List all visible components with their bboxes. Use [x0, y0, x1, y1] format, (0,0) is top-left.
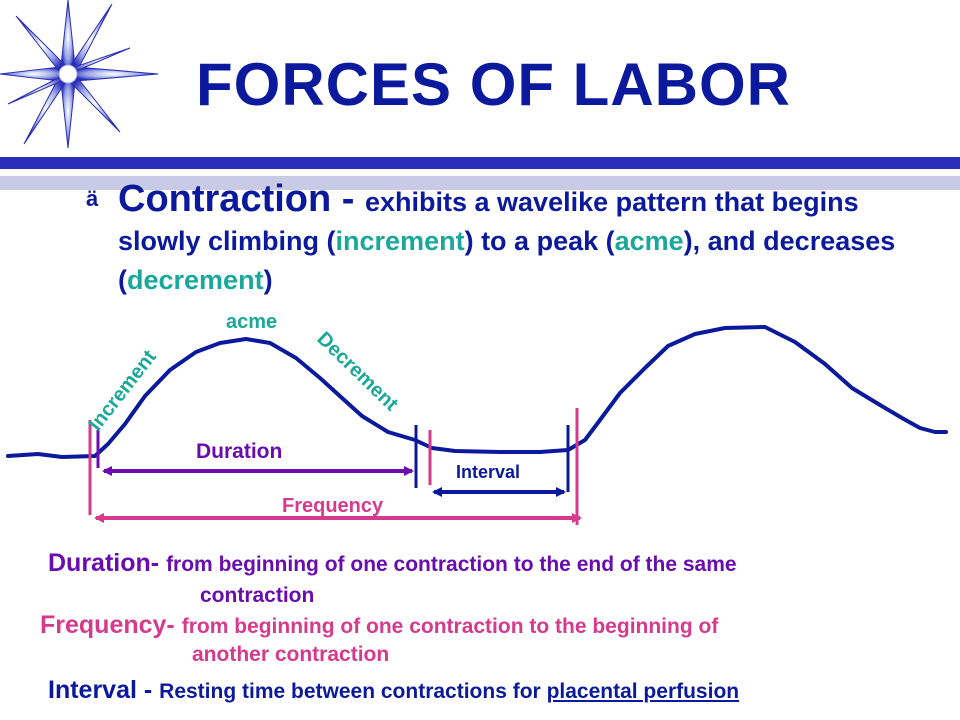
- acme-label: acme: [226, 311, 277, 333]
- z-umlaut-bullet-icon: ä: [86, 186, 99, 211]
- bullet-text-2: ) to a peak (: [464, 226, 615, 256]
- bullet-increment: increment: [335, 226, 465, 256]
- frequency-term: Frequency-: [40, 611, 175, 639]
- page-title: FORCES OF LABOR: [196, 51, 791, 118]
- title-rule-dark: [0, 157, 960, 169]
- decrement-label: Decrement: [313, 328, 403, 416]
- frequency-body-1: from beginning of one contraction to the…: [181, 615, 719, 638]
- interval-term: Interval -: [48, 676, 160, 704]
- frequency-definition: Frequency- from beginning of one contrac…: [40, 608, 940, 672]
- duration-label: Duration: [196, 440, 282, 463]
- bullet-text-4: ): [263, 265, 273, 295]
- duration-term: Duration-: [48, 549, 160, 577]
- frequency-body-2: another contraction: [192, 643, 390, 666]
- contraction-lead: Contraction -: [118, 178, 365, 220]
- interval-underlined: placental perfusion: [546, 680, 740, 703]
- interval-definition: Interval - Resting time between contract…: [48, 676, 739, 705]
- bullet-text-1: exhibits a wavelike pattern that begins …: [118, 187, 859, 256]
- bullet-decrement: decrement: [127, 265, 264, 295]
- interval-body: Resting time between contractions for: [159, 680, 547, 703]
- star-logo-icon: [0, 0, 159, 149]
- duration-body-1: from beginning of one contraction to the…: [166, 553, 737, 576]
- duration-definition: Duration- from beginning of one contract…: [48, 548, 948, 611]
- bullet-acme: acme: [614, 226, 684, 256]
- bullet-text-3: ), and decreases (: [118, 226, 896, 295]
- contraction-bullet: Contraction - exhibits a wavelike patter…: [118, 180, 918, 300]
- frequency-label: Frequency: [282, 495, 384, 517]
- duration-body-2: contraction: [200, 584, 315, 607]
- contraction-wave-line: [6, 325, 948, 459]
- interval-label: Interval: [456, 462, 520, 482]
- title-rule-light: [0, 176, 960, 190]
